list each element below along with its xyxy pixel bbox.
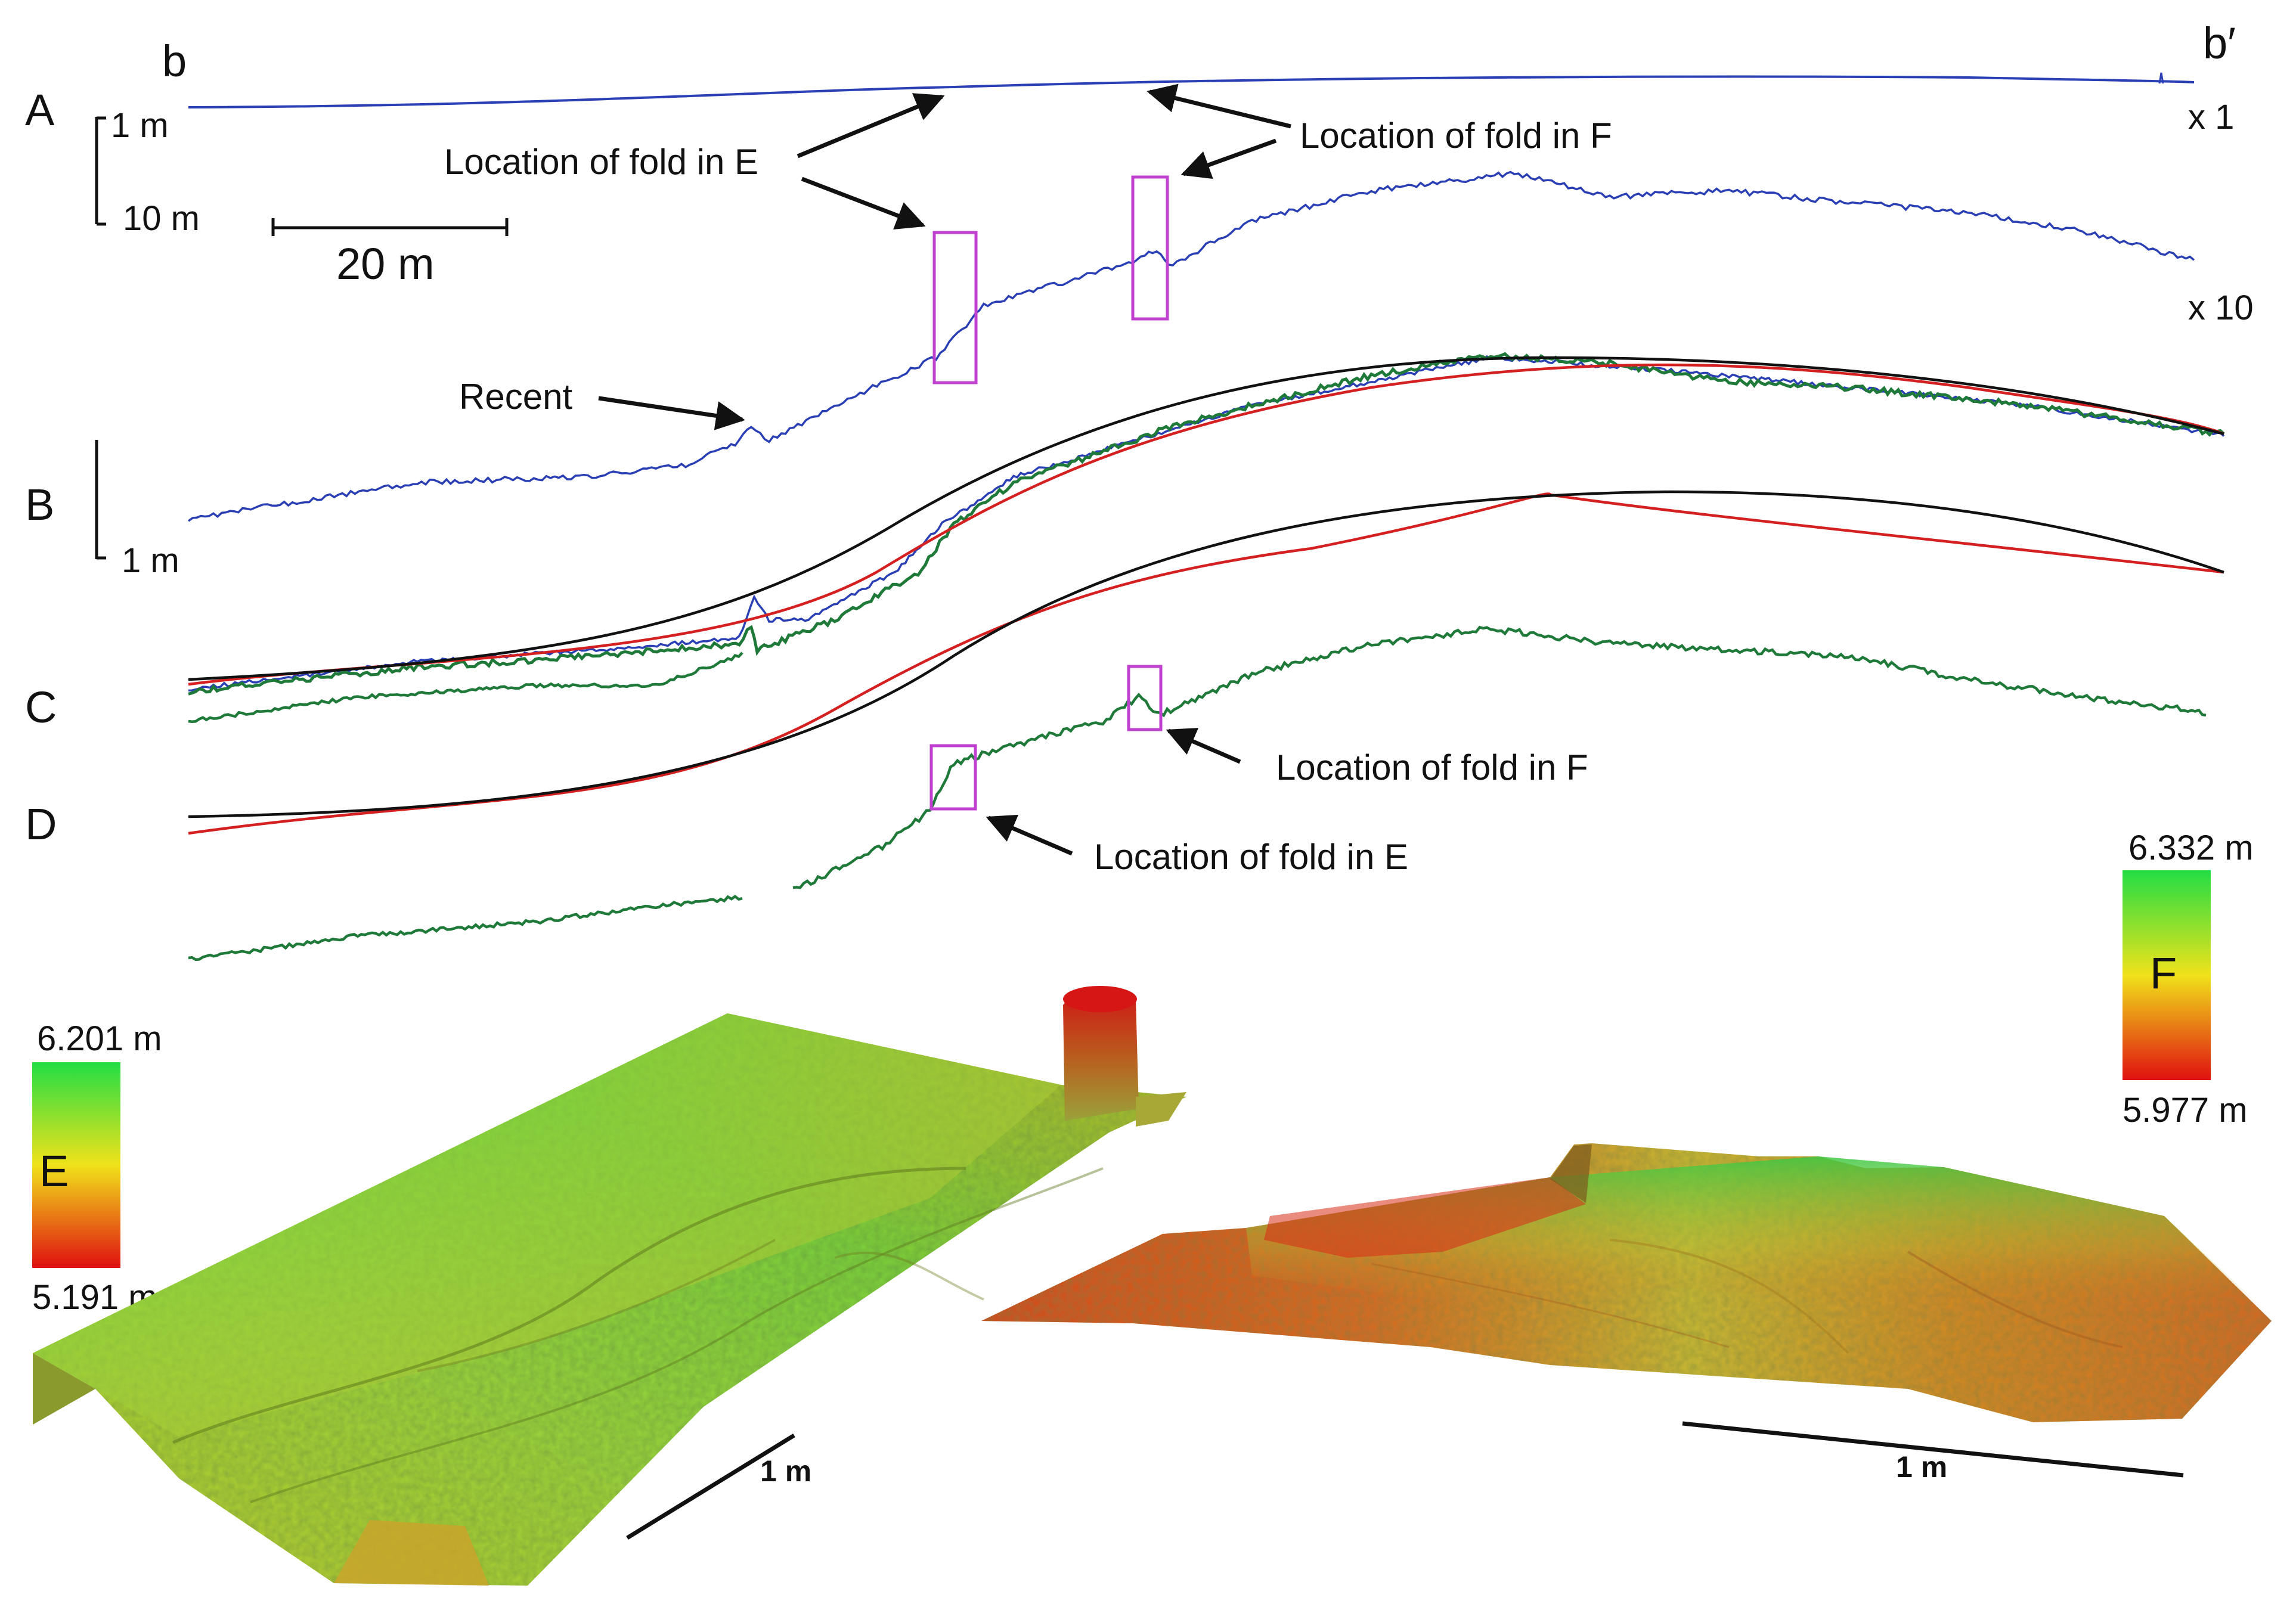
profile-a-spike <box>2158 72 2164 84</box>
exaggeration-x1-label: x 1 <box>2188 98 2234 137</box>
profile-c-fit-black <box>188 490 2224 818</box>
colorbar-f <box>2123 870 2211 1080</box>
scale-label-1m-a: 1 m <box>111 106 169 145</box>
panel-label-a: A <box>25 85 55 135</box>
scale-label-10m-a: 10 m <box>123 199 200 238</box>
surface-e-render <box>33 986 1186 1586</box>
profile-b-smoothed <box>188 352 2225 696</box>
arrow-icon <box>797 93 945 159</box>
profile-a-exaggerated <box>187 170 2195 522</box>
annotation-fold-f-top: Location of fold in F <box>1300 116 1612 156</box>
fold-e-box-d <box>929 744 977 811</box>
arrow-icon <box>801 176 926 230</box>
scale-label-1m-b: 1 m <box>122 541 179 580</box>
scale-label-surface-e: 1 m <box>760 1454 811 1488</box>
annotation-fold-e-top: Location of fold in E <box>444 142 758 182</box>
arrow-icon <box>1180 138 1277 179</box>
colorbar-f-min: 5.977 m <box>2123 1091 2248 1130</box>
vertical-scale-bar-b <box>95 440 106 560</box>
colorbar-e <box>32 1062 120 1268</box>
vertical-scale-bar-a <box>95 116 106 226</box>
fold-f-box-a <box>1131 175 1169 321</box>
arrow-icon <box>598 396 745 430</box>
scale-bar-surface-f <box>1682 1421 2184 1478</box>
annotation-fold-f-bottom: Location of fold in F <box>1276 747 1588 787</box>
panel-label-d: D <box>25 799 57 849</box>
profile-c-fit-red <box>188 492 2224 835</box>
arrow-icon <box>1147 83 1291 129</box>
fold-e-box-a <box>932 231 978 384</box>
arrow-icon <box>1166 728 1241 764</box>
panel-label-f: F <box>2150 948 2177 998</box>
arrow-icon <box>986 814 1073 856</box>
exaggeration-x10-label: x 10 <box>2188 289 2254 327</box>
panel-label-b: B <box>25 480 54 529</box>
profile-b-fit-black <box>188 356 2224 681</box>
annotation-fold-e-bottom: Location of fold in E <box>1094 837 1408 877</box>
annotation-recent: Recent <box>459 377 572 417</box>
profile-d-smoothed <box>188 894 743 961</box>
profile-a-true-scale <box>188 75 2195 108</box>
colorbar-f-max: 6.332 m <box>2128 829 2254 867</box>
profile-end-label: b′ <box>2203 18 2236 68</box>
horizontal-scale-bar-20m <box>271 218 509 236</box>
fold-f-box-d <box>1127 665 1163 731</box>
scale-label-20m: 20 m <box>336 239 435 289</box>
scale-label-surface-f: 1 m <box>1896 1450 1947 1484</box>
surface-f-render <box>981 1143 2272 1422</box>
profile-start-label: b <box>162 36 187 86</box>
scale-bar-surface-e <box>626 1434 795 1540</box>
panel-label-c: C <box>25 683 57 732</box>
panel-label-e: E <box>39 1146 69 1196</box>
profile-d-smoothed-segment <box>792 625 2207 889</box>
profile-c-smoothed <box>188 652 743 723</box>
profile-b-fit-red <box>188 363 2224 686</box>
colorbar-e-max: 6.201 m <box>37 1019 162 1058</box>
